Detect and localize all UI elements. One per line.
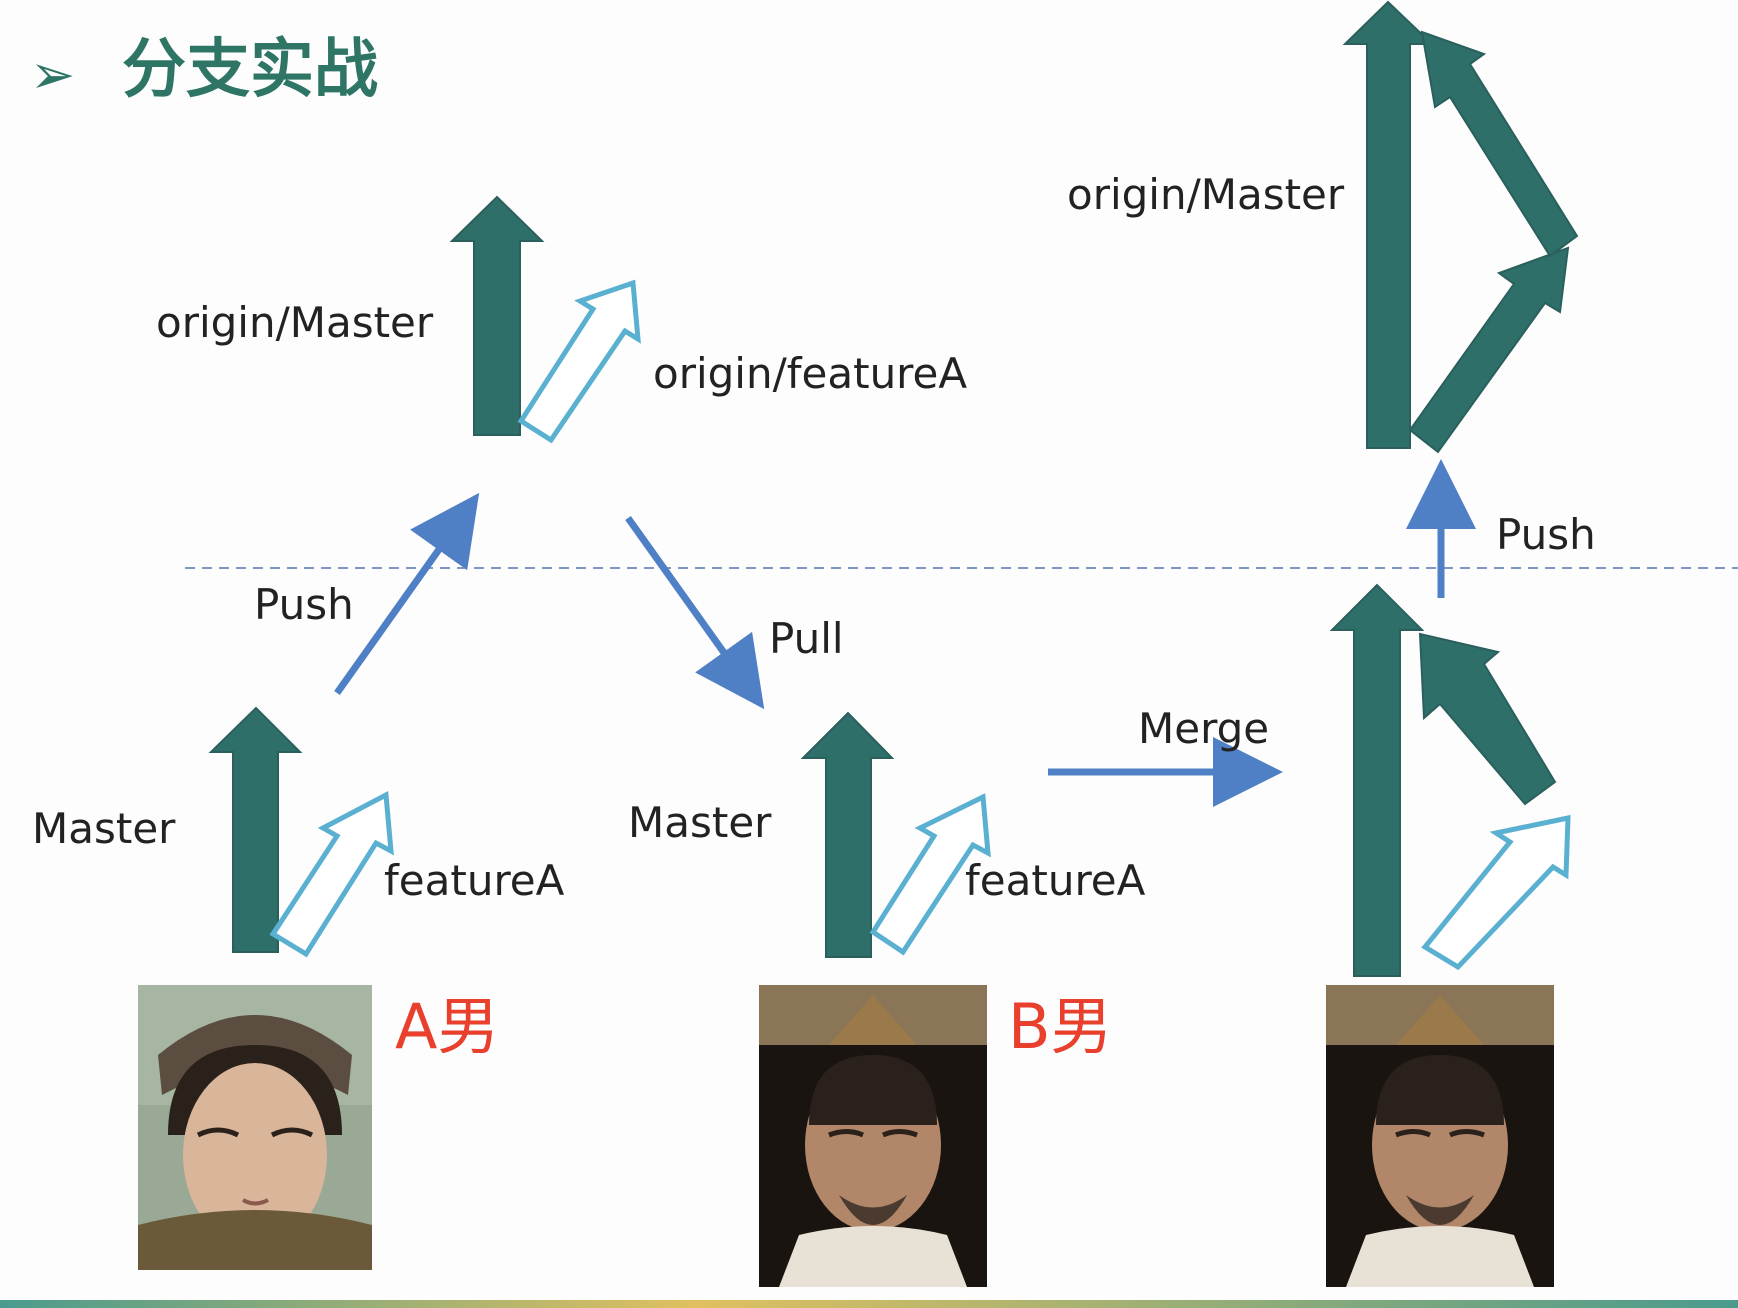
person-b-label: B男 — [1008, 990, 1113, 1063]
b-featureA-label: featureA — [965, 856, 1146, 905]
merged-feature-commit-arrow — [1418, 632, 1557, 806]
person-b-portrait — [759, 985, 987, 1287]
a-master-label: Master — [32, 804, 176, 853]
origin-merge-commit-arrow-upper — [1420, 30, 1579, 258]
origin-master-label: origin/Master — [156, 298, 434, 347]
person-a-portrait — [138, 985, 372, 1270]
pull-label: Pull — [769, 614, 844, 663]
origin-master-after-push-label: origin/Master — [1067, 170, 1345, 219]
origin-featureA-branch-arrow — [517, 279, 641, 444]
origin-featureA-label: origin/featureA — [653, 349, 968, 398]
b-featureA-branch-arrow — [869, 793, 991, 956]
merged-featureA-branch-arrow — [1421, 814, 1571, 971]
a-featureA-branch-arrow — [269, 791, 394, 958]
push-label-right: Push — [1496, 510, 1596, 559]
slide-footer-bar — [0, 1300, 1738, 1308]
push-flow-arrow-left — [334, 492, 480, 696]
arrow-bullet-icon: ➢ — [30, 43, 76, 106]
slide-title: 分支实战 — [122, 33, 378, 107]
origin-master-after-push-arrow — [1342, 0, 1435, 449]
merged-master-branch-arrow — [1329, 583, 1425, 977]
merge-label: Merge — [1138, 704, 1270, 753]
origin-master-branch-arrow — [449, 195, 545, 436]
a-master-branch-arrow — [208, 706, 303, 953]
person-b-merged-portrait — [1326, 985, 1554, 1287]
a-featureA-label: featureA — [384, 856, 565, 905]
person-a-label: A男 — [395, 990, 500, 1063]
b-master-branch-arrow — [800, 711, 895, 958]
b-master-label: Master — [628, 798, 772, 847]
push-label-left: Push — [254, 580, 354, 629]
origin-merge-commit-arrow-lower — [1408, 246, 1570, 454]
pull-flow-arrow — [625, 515, 765, 710]
